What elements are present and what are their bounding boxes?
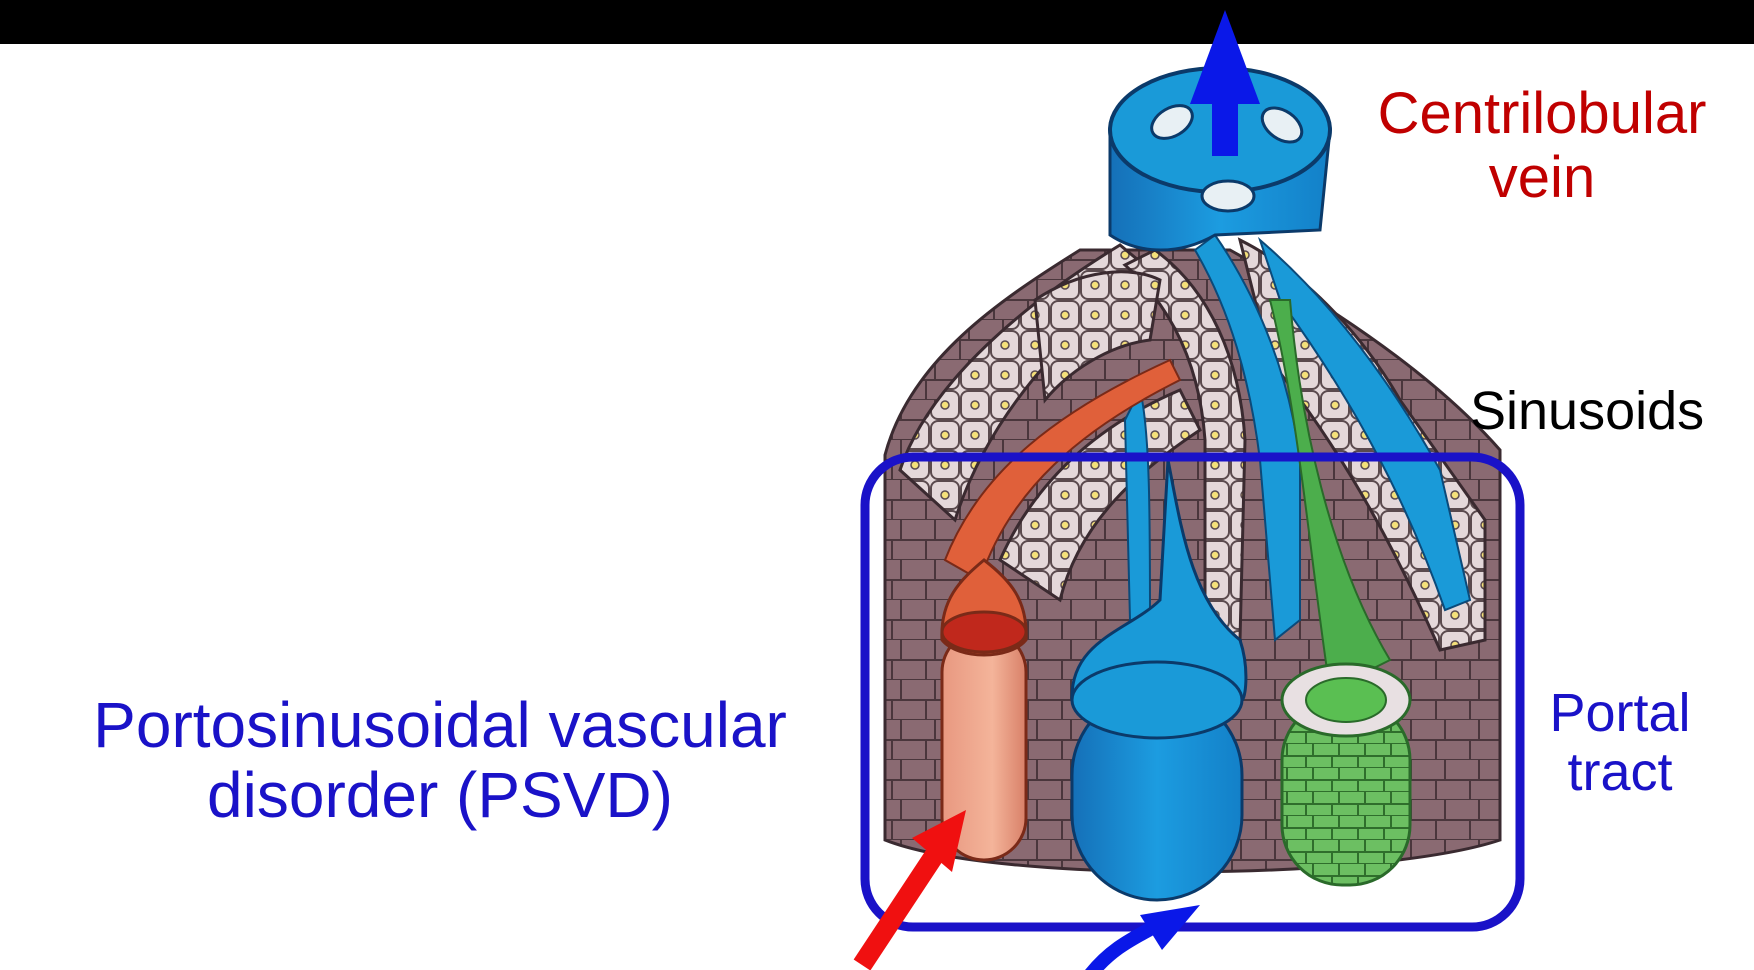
centrilobular-vein-label: Centrilobular vein: [1352, 82, 1732, 210]
sinusoids-label: Sinusoids: [1470, 382, 1704, 441]
hepatic-artery: [942, 560, 1026, 860]
psvd-label: Portosinusoidal vascular disorder (PSVD): [0, 690, 880, 831]
portal-inflow-arrow: [1090, 928, 1152, 970]
portal-tract-label: Portal tract: [1500, 684, 1740, 803]
